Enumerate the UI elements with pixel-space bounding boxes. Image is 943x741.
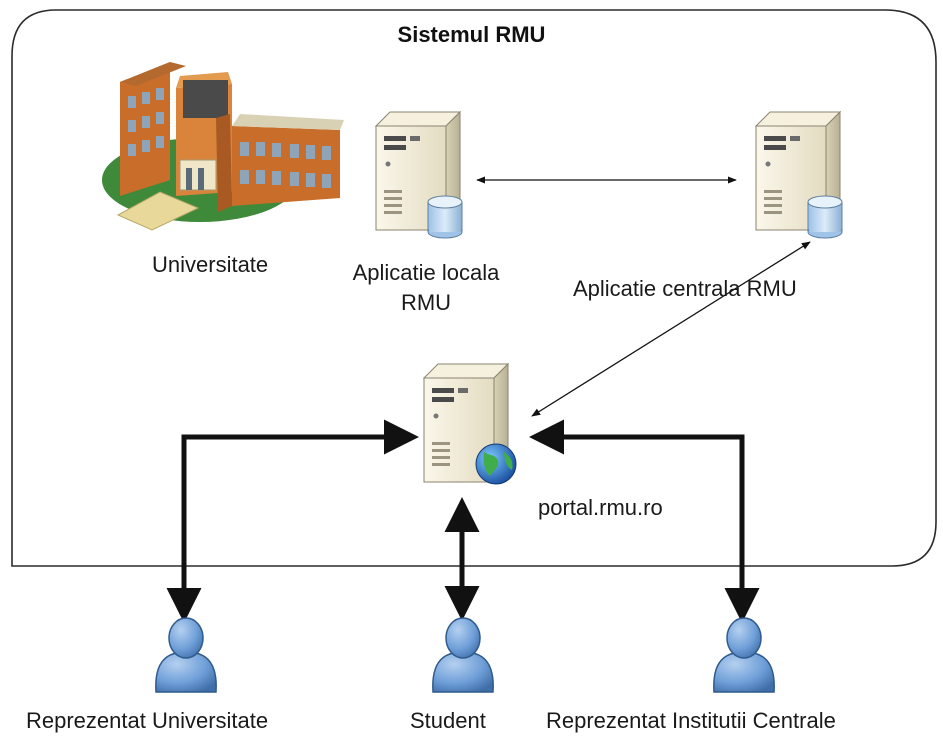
system-title: Sistemul RMU bbox=[397, 22, 546, 47]
actor-student-label: Student bbox=[410, 708, 486, 733]
portal-web-server-icon bbox=[423, 363, 517, 485]
link-central-portal bbox=[531, 241, 811, 417]
local-app-label: Aplicatie locala RMU bbox=[316, 258, 536, 318]
database-icon bbox=[427, 195, 463, 239]
system-boundary bbox=[11, 9, 937, 567]
actor-university-label: Reprezentat Universitate bbox=[26, 708, 269, 733]
central-app-server-icon bbox=[755, 111, 843, 239]
database-icon bbox=[807, 195, 843, 239]
university-label: Universitate bbox=[152, 252, 269, 277]
user-icon bbox=[713, 617, 775, 693]
actor-institutions-label: Reprezentat Institutii Centrale bbox=[546, 708, 836, 733]
central-app-label: Aplicatie centrala RMU bbox=[573, 276, 797, 301]
user-icon bbox=[432, 617, 494, 693]
local-app-label-line2: RMU bbox=[400, 290, 452, 315]
portal-label: portal.rmu.ro bbox=[538, 495, 663, 520]
link-university-rep-portal bbox=[166, 419, 419, 623]
globe-icon bbox=[475, 443, 517, 485]
local-app-server-icon bbox=[375, 111, 463, 239]
university-building-icon bbox=[102, 62, 344, 231]
local-app-label-line1: Aplicatie locala bbox=[352, 260, 500, 285]
link-institutions-rep-portal bbox=[529, 419, 760, 623]
user-icon bbox=[155, 617, 217, 693]
